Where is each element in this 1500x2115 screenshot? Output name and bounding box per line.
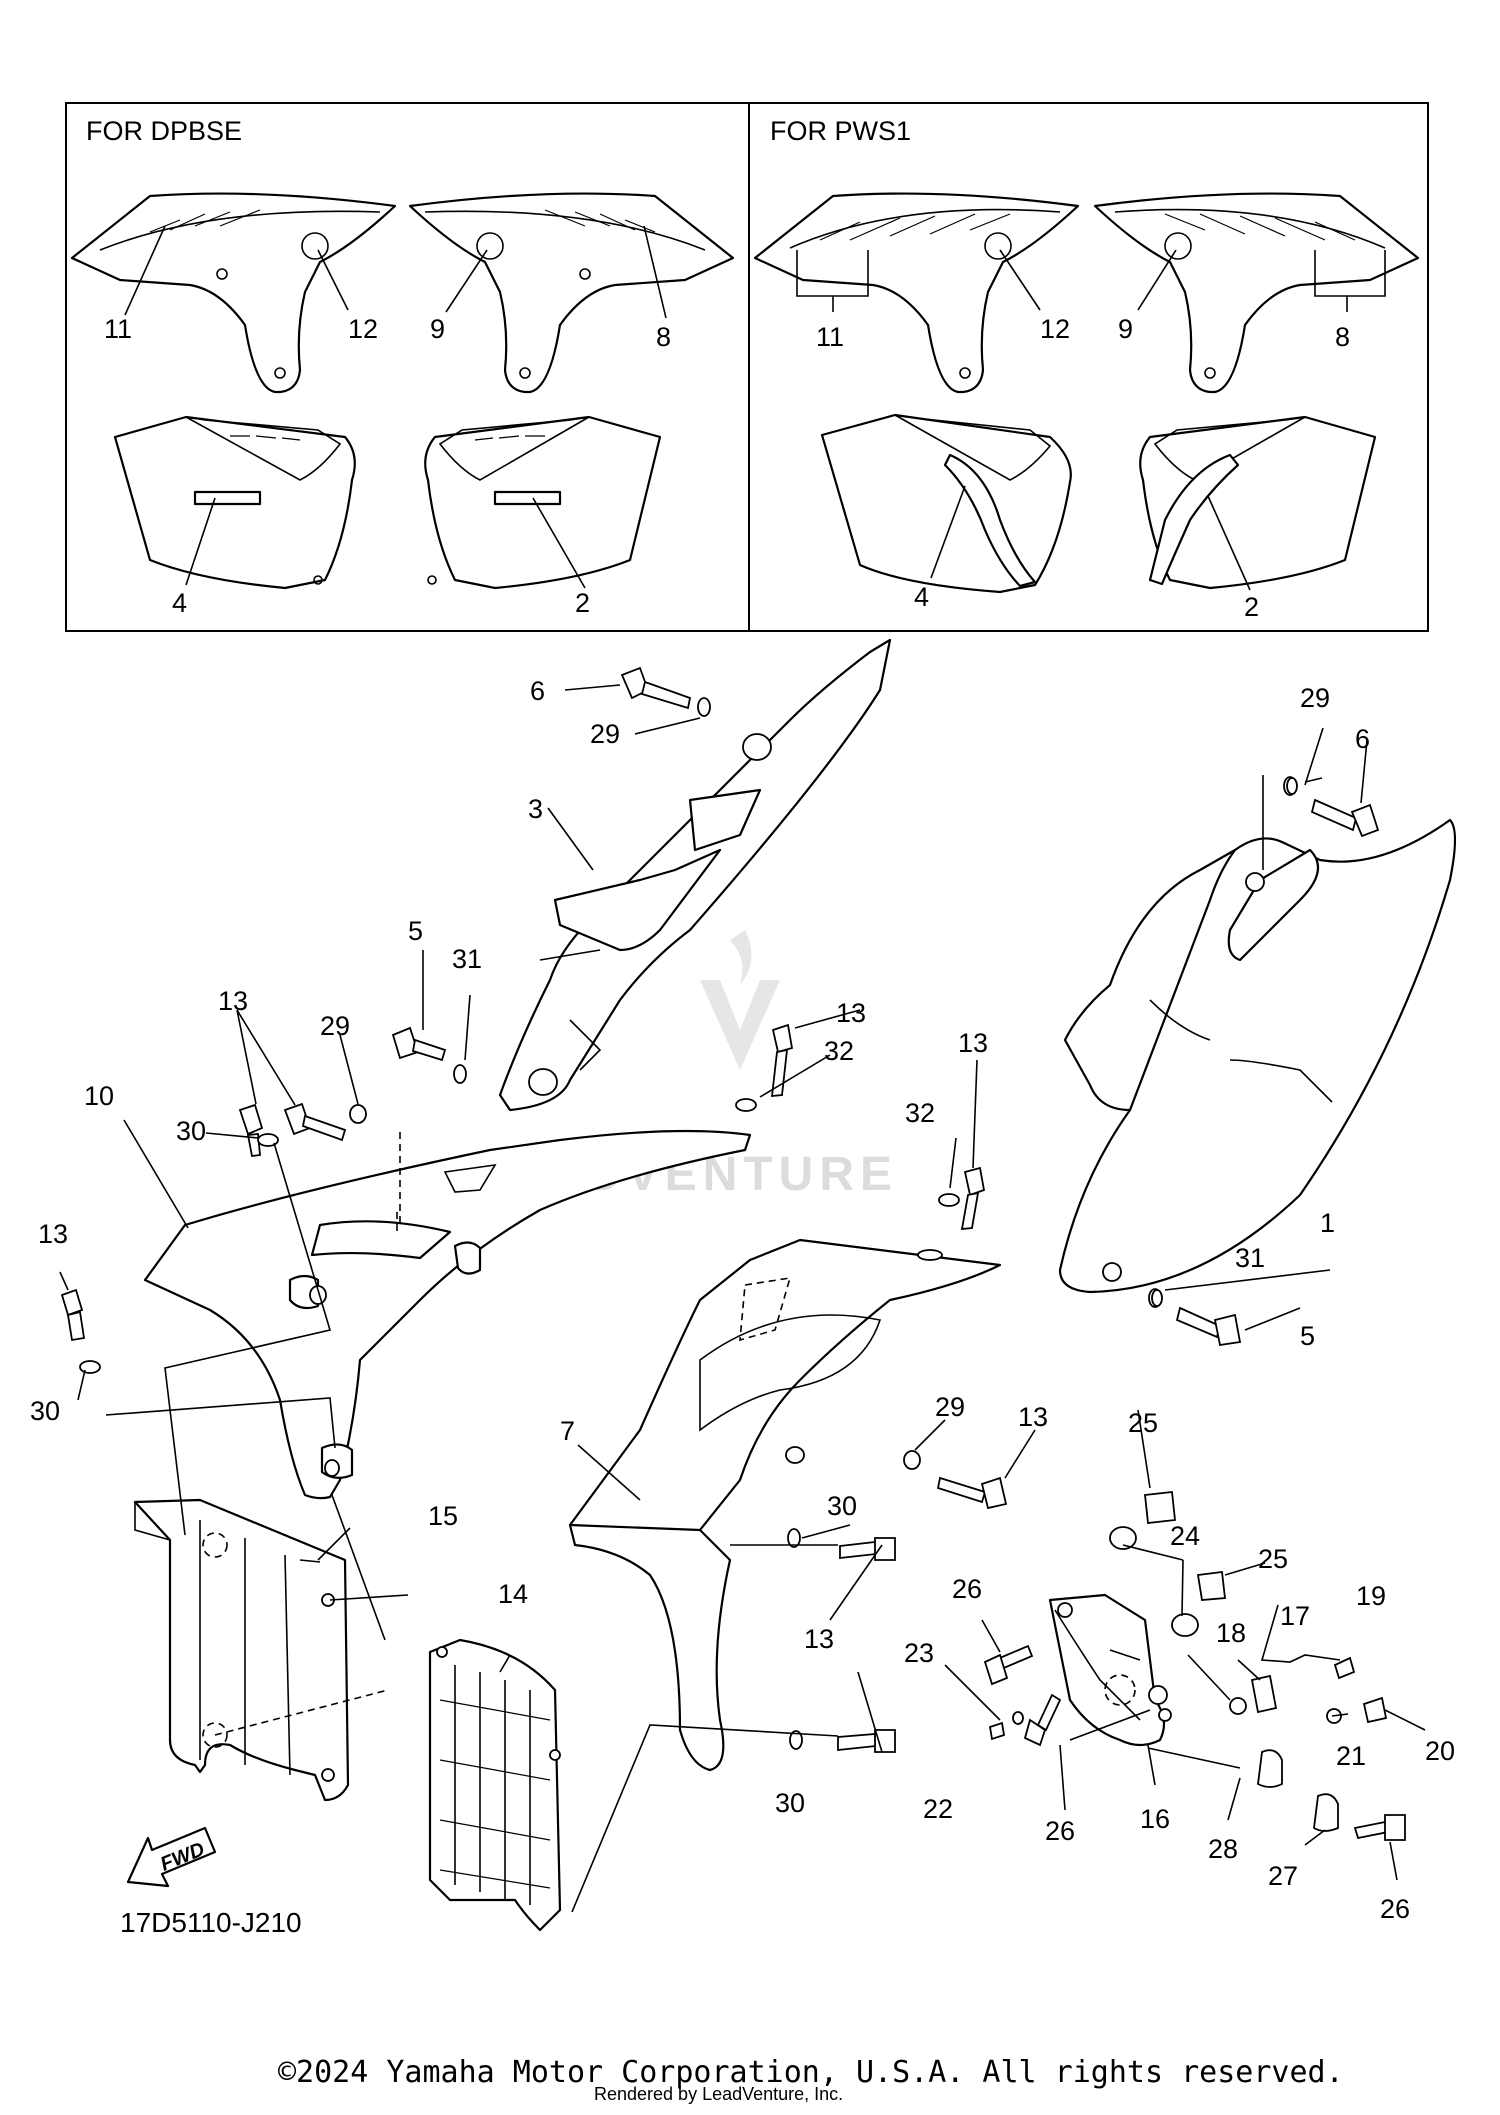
callout-20: 20 xyxy=(1425,1736,1455,1766)
callout-8-pws1: 8 xyxy=(1335,322,1350,352)
main-callouts: 6 29 3 5 31 13 29 10 30 13 32 13 32 1 29… xyxy=(30,676,1455,1924)
callout-4-pws1: 4 xyxy=(914,582,929,612)
callout-9-dpbse: 9 xyxy=(430,314,445,344)
callout-29-top: 29 xyxy=(590,719,620,749)
rendered-by-text: Rendered by LeadVenture, Inc. xyxy=(594,2084,843,2104)
callout-7: 7 xyxy=(560,1416,575,1446)
callout-5-left: 5 xyxy=(408,916,423,946)
callout-23: 23 xyxy=(904,1638,934,1668)
callout-13-left-a: 13 xyxy=(218,986,248,1016)
side-cover-right-pws1 xyxy=(1139,415,1377,590)
callout-24: 24 xyxy=(1170,1521,1200,1551)
side-cover-left-pws1 xyxy=(820,413,1072,594)
callout-32-center-b: 32 xyxy=(905,1098,935,1128)
leader-lines xyxy=(59,684,1426,1913)
callout-27: 27 xyxy=(1268,1861,1298,1891)
callout-12-dpbse: 12 xyxy=(348,314,378,344)
part-3-side-cover-upper xyxy=(498,638,892,1112)
variant-callouts: 11 12 9 8 4 2 11 12 9 8 4 2 xyxy=(104,225,1386,622)
callout-29-right: 29 xyxy=(1300,683,1330,713)
part-7-shroud-right xyxy=(568,1238,1002,1772)
callout-10: 10 xyxy=(84,1081,114,1111)
callout-6-right: 6 xyxy=(1355,724,1370,754)
part-16-bracket xyxy=(1048,1593,1172,1747)
callout-26-top: 26 xyxy=(952,1574,982,1604)
copyright-text: ©2024 Yamaha Motor Corporation, U.S.A. A… xyxy=(278,2055,1344,2090)
callout-13-center-b: 13 xyxy=(958,1028,988,1058)
callout-14: 14 xyxy=(498,1579,528,1609)
callout-11-pws1: 11 xyxy=(816,322,844,352)
diagram-code: 17D5110-J210 xyxy=(120,1907,302,1938)
callout-16: 16 xyxy=(1140,1804,1170,1834)
part-15-radiator-guard xyxy=(133,1498,389,1802)
callout-9-pws1: 9 xyxy=(1118,314,1133,344)
hardware xyxy=(60,666,1406,1841)
callout-2-pws1: 2 xyxy=(1244,592,1259,622)
callout-25-top: 25 xyxy=(1128,1408,1158,1438)
callout-3: 3 xyxy=(528,794,543,824)
callout-11-dpbse: 11 xyxy=(104,314,132,344)
callout-12-pws1: 12 xyxy=(1040,314,1070,344)
variant-label-dpbse: FOR DPBSE xyxy=(86,116,242,146)
shroud-right-dpbse xyxy=(408,192,735,394)
callout-6-top: 6 xyxy=(530,676,545,706)
callout-26-bottom: 26 xyxy=(1045,1816,1075,1846)
callout-5-right: 5 xyxy=(1300,1321,1315,1351)
callout-31-right: 31 xyxy=(1235,1243,1265,1273)
callout-28: 28 xyxy=(1208,1834,1238,1864)
part-14-louver-inner xyxy=(428,1638,562,1932)
callout-30-left-a: 30 xyxy=(176,1116,206,1146)
callout-30-center-b: 30 xyxy=(775,1788,805,1818)
side-cover-left-dpbse xyxy=(113,415,356,590)
callout-18: 18 xyxy=(1216,1618,1246,1648)
callout-19: 19 xyxy=(1356,1581,1386,1611)
callout-13-center-a: 13 xyxy=(836,998,866,1028)
shroud-right-pws1 xyxy=(1093,192,1420,394)
callout-30-far-left: 30 xyxy=(30,1396,60,1426)
callout-8-dpbse: 8 xyxy=(656,322,671,352)
callout-32-center-a: 32 xyxy=(824,1036,854,1066)
callout-13-center-d: 13 xyxy=(804,1624,834,1654)
callout-21: 21 xyxy=(1336,1741,1366,1771)
callout-13-center-c: 13 xyxy=(1018,1402,1048,1432)
side-cover-right-dpbse xyxy=(424,415,662,590)
shroud-left-dpbse xyxy=(70,192,397,394)
callout-15: 15 xyxy=(428,1501,458,1531)
callout-30-center-a: 30 xyxy=(827,1491,857,1521)
callout-26-right: 26 xyxy=(1380,1894,1410,1924)
part-1-side-cover-large xyxy=(1058,775,1457,1294)
callout-1: 1 xyxy=(1320,1208,1335,1238)
variant-box-pws1: FOR PWS1 xyxy=(748,102,1429,632)
callout-2-dpbse: 2 xyxy=(575,588,590,618)
fwd-arrow-icon: FWD xyxy=(126,1826,217,1888)
variant-label-pws1: FOR PWS1 xyxy=(770,116,911,146)
callout-13-far-left: 13 xyxy=(38,1219,68,1249)
callout-22: 22 xyxy=(923,1794,953,1824)
callout-29-center: 29 xyxy=(935,1392,965,1422)
callout-29-left: 29 xyxy=(320,1011,350,1041)
callout-31-left: 31 xyxy=(452,944,482,974)
callout-4-dpbse: 4 xyxy=(172,588,187,618)
callout-17: 17 xyxy=(1280,1601,1310,1631)
part-10-shroud-left xyxy=(143,1129,752,1500)
callout-25-right: 25 xyxy=(1258,1544,1288,1574)
shroud-left-pws1 xyxy=(753,192,1080,394)
